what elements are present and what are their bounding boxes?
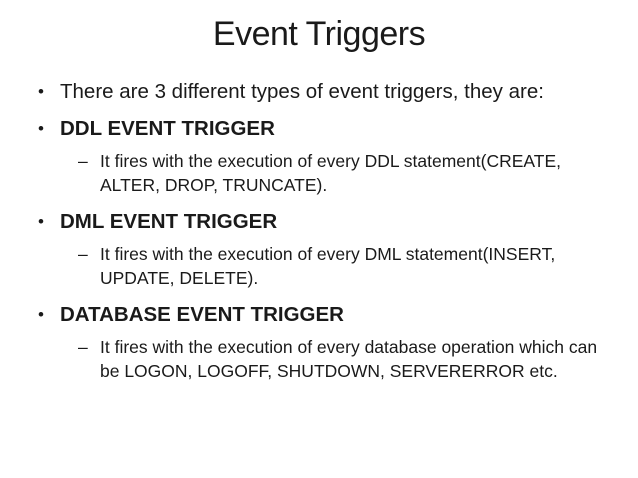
- sub-bullet-item: – It fires with the execution of every D…: [78, 149, 638, 197]
- slide-title: Event Triggers: [212, 15, 426, 53]
- bullet-group: • DATABASE EVENT TRIGGER – It fires with…: [0, 302, 638, 383]
- bullet-group: • There are 3 different types of event t…: [0, 79, 638, 104]
- bullet-marker: •: [38, 82, 44, 101]
- sub-bullet-text: It fires with the execution of every DDL…: [100, 151, 562, 195]
- bullet-text: DDL EVENT TRIGGER: [60, 117, 275, 140]
- bullet-item: • DDL EVENT TRIGGER: [38, 116, 638, 141]
- bullet-item: • DML EVENT TRIGGER: [38, 209, 638, 234]
- bullet-marker: •: [38, 305, 44, 324]
- bullet-group: • DDL EVENT TRIGGER – It fires with the …: [0, 116, 638, 197]
- bullet-text: DML EVENT TRIGGER: [60, 210, 278, 233]
- sub-bullet-marker: –: [78, 151, 88, 171]
- bullet-text: DATABASE EVENT TRIGGER: [60, 303, 344, 326]
- bullet-marker: •: [38, 212, 44, 231]
- slide-body: • There are 3 different types of event t…: [0, 79, 638, 383]
- sub-bullet-item: – It fires with the execution of every D…: [78, 242, 638, 290]
- bullet-group: • DML EVENT TRIGGER – It fires with the …: [0, 209, 638, 290]
- sub-bullet-text: It fires with the execution of every dat…: [100, 337, 598, 381]
- bullet-item: • There are 3 different types of event t…: [38, 79, 638, 104]
- sub-bullet-item: – It fires with the execution of every d…: [78, 335, 638, 383]
- sub-bullet-text: It fires with the execution of every DML…: [100, 244, 556, 288]
- bullet-marker: •: [38, 119, 44, 138]
- bullet-text: There are 3 different types of event tri…: [60, 80, 544, 103]
- bullet-item: • DATABASE EVENT TRIGGER: [38, 302, 638, 327]
- sub-bullet-marker: –: [78, 244, 88, 264]
- sub-bullet-marker: –: [78, 337, 88, 357]
